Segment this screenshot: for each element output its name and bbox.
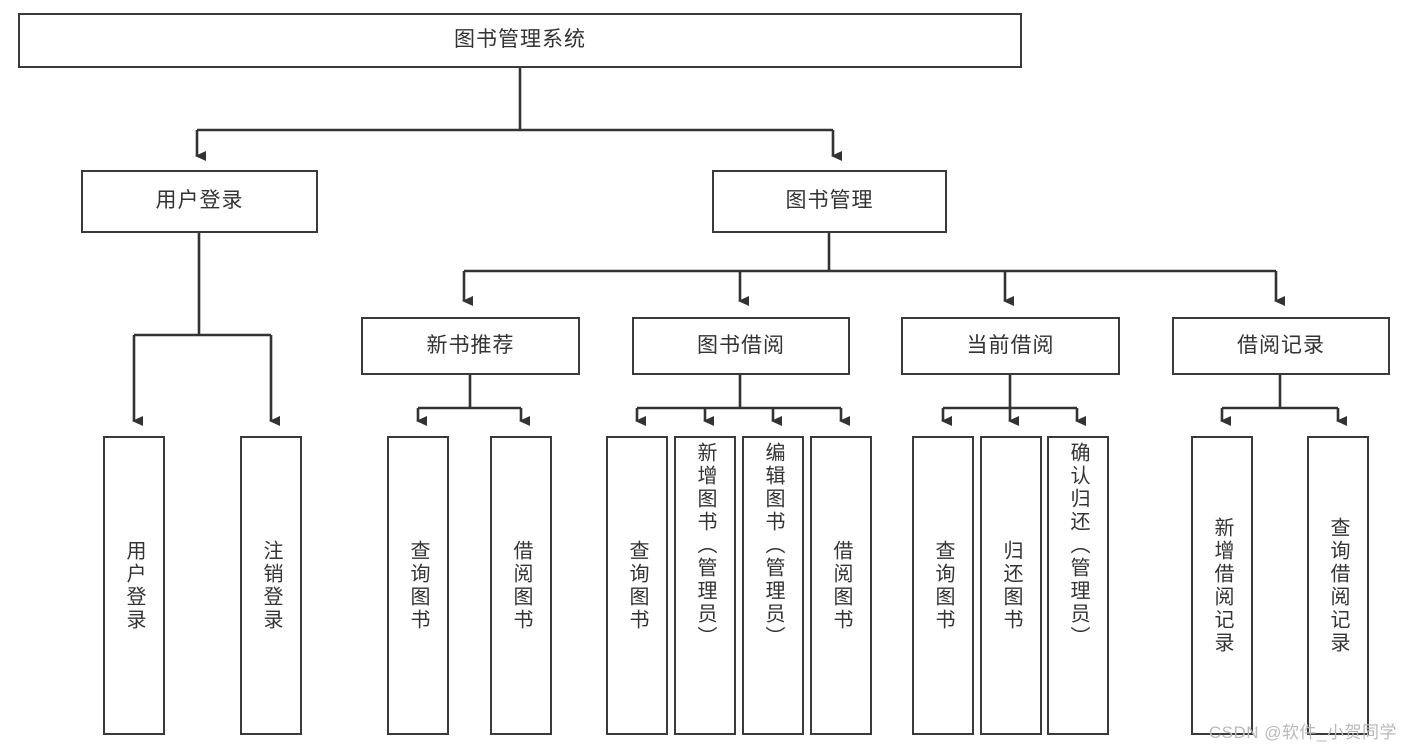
node-leaf-return-books[interactable]: 归还图书 xyxy=(980,436,1042,735)
node-root[interactable]: 图书管理系统 xyxy=(18,13,1022,68)
node-borrow-records[interactable]: 借阅记录 xyxy=(1172,317,1390,375)
node-current-borrow-label: 当前借阅 xyxy=(966,333,1055,357)
node-leaf-query-borrow-record[interactable]: 查询借阅记录 xyxy=(1307,436,1369,735)
node-leaf-borrow-books-label: 借阅图书 xyxy=(830,539,852,632)
node-leaf-return-books-label: 归还图书 xyxy=(1000,539,1022,632)
node-leaf-user-login[interactable]: 用户登录 xyxy=(103,436,165,735)
node-leaf-add-book-admin[interactable]: 新增图书（管理员） xyxy=(674,436,736,735)
node-book-borrow-label: 图书借阅 xyxy=(697,333,785,357)
node-user-login[interactable]: 用户登录 xyxy=(81,170,318,233)
node-leaf-edit-book-admin[interactable]: 编辑图书（管理员） xyxy=(742,436,804,735)
node-leaf-confirm-return-admin[interactable]: 确认归还（管理员） xyxy=(1047,436,1109,735)
node-leaf-user-login-label: 用户登录 xyxy=(123,539,145,632)
node-new-book-recommendation[interactable]: 新书推荐 xyxy=(361,317,580,375)
watermark: CSDN @软件_小贺同学 xyxy=(1208,723,1397,742)
node-leaf-borrow-books-new[interactable]: 借阅图书 xyxy=(490,436,552,735)
node-leaf-borrow-books-new-label: 借阅图书 xyxy=(510,539,532,632)
node-leaf-query-books-borrow-label: 查询图书 xyxy=(626,539,648,632)
node-leaf-query-books-current-label: 查询图书 xyxy=(932,539,954,632)
node-leaf-query-books-new[interactable]: 查询图书 xyxy=(387,436,449,735)
node-leaf-confirm-return-admin-label: 确认归还（管理员） xyxy=(1067,442,1089,649)
node-root-label: 图书管理系统 xyxy=(454,28,586,52)
node-book-borrow[interactable]: 图书借阅 xyxy=(632,317,850,375)
node-leaf-query-books-borrow[interactable]: 查询图书 xyxy=(606,436,668,735)
node-leaf-logout[interactable]: 注销登录 xyxy=(240,436,302,735)
node-leaf-add-book-admin-label: 新增图书（管理员） xyxy=(694,442,716,649)
node-leaf-query-books-new-label: 查询图书 xyxy=(407,539,429,632)
node-user-login-label: 用户登录 xyxy=(155,189,244,213)
node-new-book-recommendation-label: 新书推荐 xyxy=(426,333,515,357)
node-leaf-borrow-books[interactable]: 借阅图书 xyxy=(810,436,872,735)
node-leaf-query-books-current[interactable]: 查询图书 xyxy=(912,436,974,735)
node-book-management[interactable]: 图书管理 xyxy=(712,170,947,233)
node-book-management-label: 图书管理 xyxy=(785,189,874,213)
node-leaf-add-borrow-record-label: 新增借阅记录 xyxy=(1211,516,1233,655)
node-borrow-records-label: 借阅记录 xyxy=(1237,333,1325,357)
node-leaf-logout-label: 注销登录 xyxy=(260,539,282,632)
node-leaf-add-borrow-record[interactable]: 新增借阅记录 xyxy=(1191,436,1253,735)
node-leaf-query-borrow-record-label: 查询借阅记录 xyxy=(1327,516,1349,655)
node-current-borrow[interactable]: 当前借阅 xyxy=(901,317,1120,375)
node-leaf-edit-book-admin-label: 编辑图书（管理员） xyxy=(762,442,784,649)
